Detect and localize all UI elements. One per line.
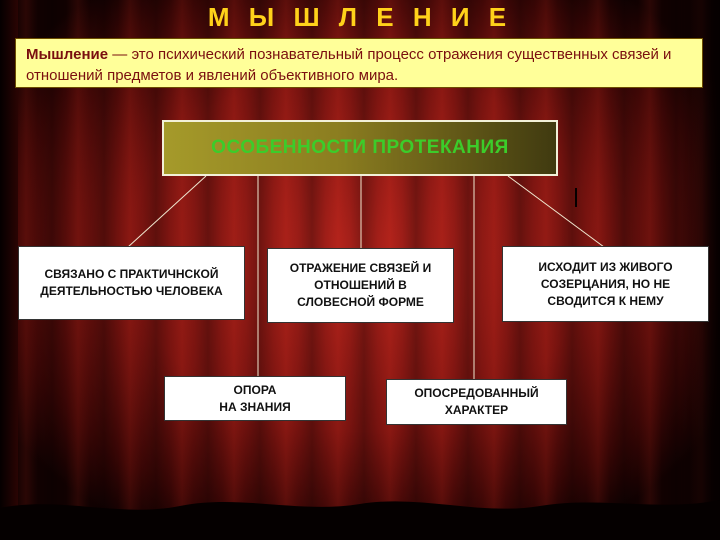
feature-mediated: ОПОСРЕДОВАННЫЙ ХАРАКТЕР bbox=[386, 379, 567, 425]
connector-practical bbox=[127, 175, 207, 248]
feature-reflection-label: ОТРАЖЕНИЕ СВЯЗЕЙ И ОТНОШЕНИЙ В СЛОВЕСНОЙ… bbox=[289, 261, 432, 309]
definition-text: — это психический познавательный процесс… bbox=[26, 46, 672, 84]
definition-term: Мышление bbox=[26, 46, 109, 63]
feature-knowledge: ОПОРА НА ЗНАНИЯ bbox=[164, 376, 346, 421]
features-header-box: ОСОБЕННОСТИ ПРОТЕКАНИЯ bbox=[162, 120, 558, 176]
stage-floor bbox=[0, 500, 720, 540]
feature-contemplation: ИСХОДИТ ИЗ ЖИВОГО СОЗЕРЦАНИЯ, НО НЕ СВОД… bbox=[502, 246, 709, 322]
feature-reflection: ОТРАЖЕНИЕ СВЯЗЕЙ И ОТНОШЕНИЙ В СЛОВЕСНОЙ… bbox=[267, 248, 454, 323]
feature-mediated-label: ОПОСРЕДОВАННЫЙ ХАРАКТЕР bbox=[414, 386, 539, 417]
connector-contemplation bbox=[507, 175, 605, 248]
page-title: М Ы Ш Л Е Н И Е bbox=[207, 2, 513, 32]
definition-box: Мышление — это психический познавательны… bbox=[15, 38, 703, 88]
feature-knowledge-label: ОПОРА НА ЗНАНИЯ bbox=[219, 382, 291, 414]
feature-practical: СВЯЗАНО С ПРАКТИЧНСКОЙ ДЕЯТЕЛЬНОСТЬЮ ЧЕЛ… bbox=[18, 246, 245, 320]
feature-practical-label: СВЯЗАНО С ПРАКТИЧНСКОЙ ДЕЯТЕЛЬНОСТЬЮ ЧЕЛ… bbox=[40, 267, 223, 298]
feature-contemplation-label: ИСХОДИТ ИЗ ЖИВОГО СОЗЕРЦАНИЯ, НО НЕ СВОД… bbox=[538, 259, 673, 308]
curtain-edge-left bbox=[0, 0, 18, 540]
